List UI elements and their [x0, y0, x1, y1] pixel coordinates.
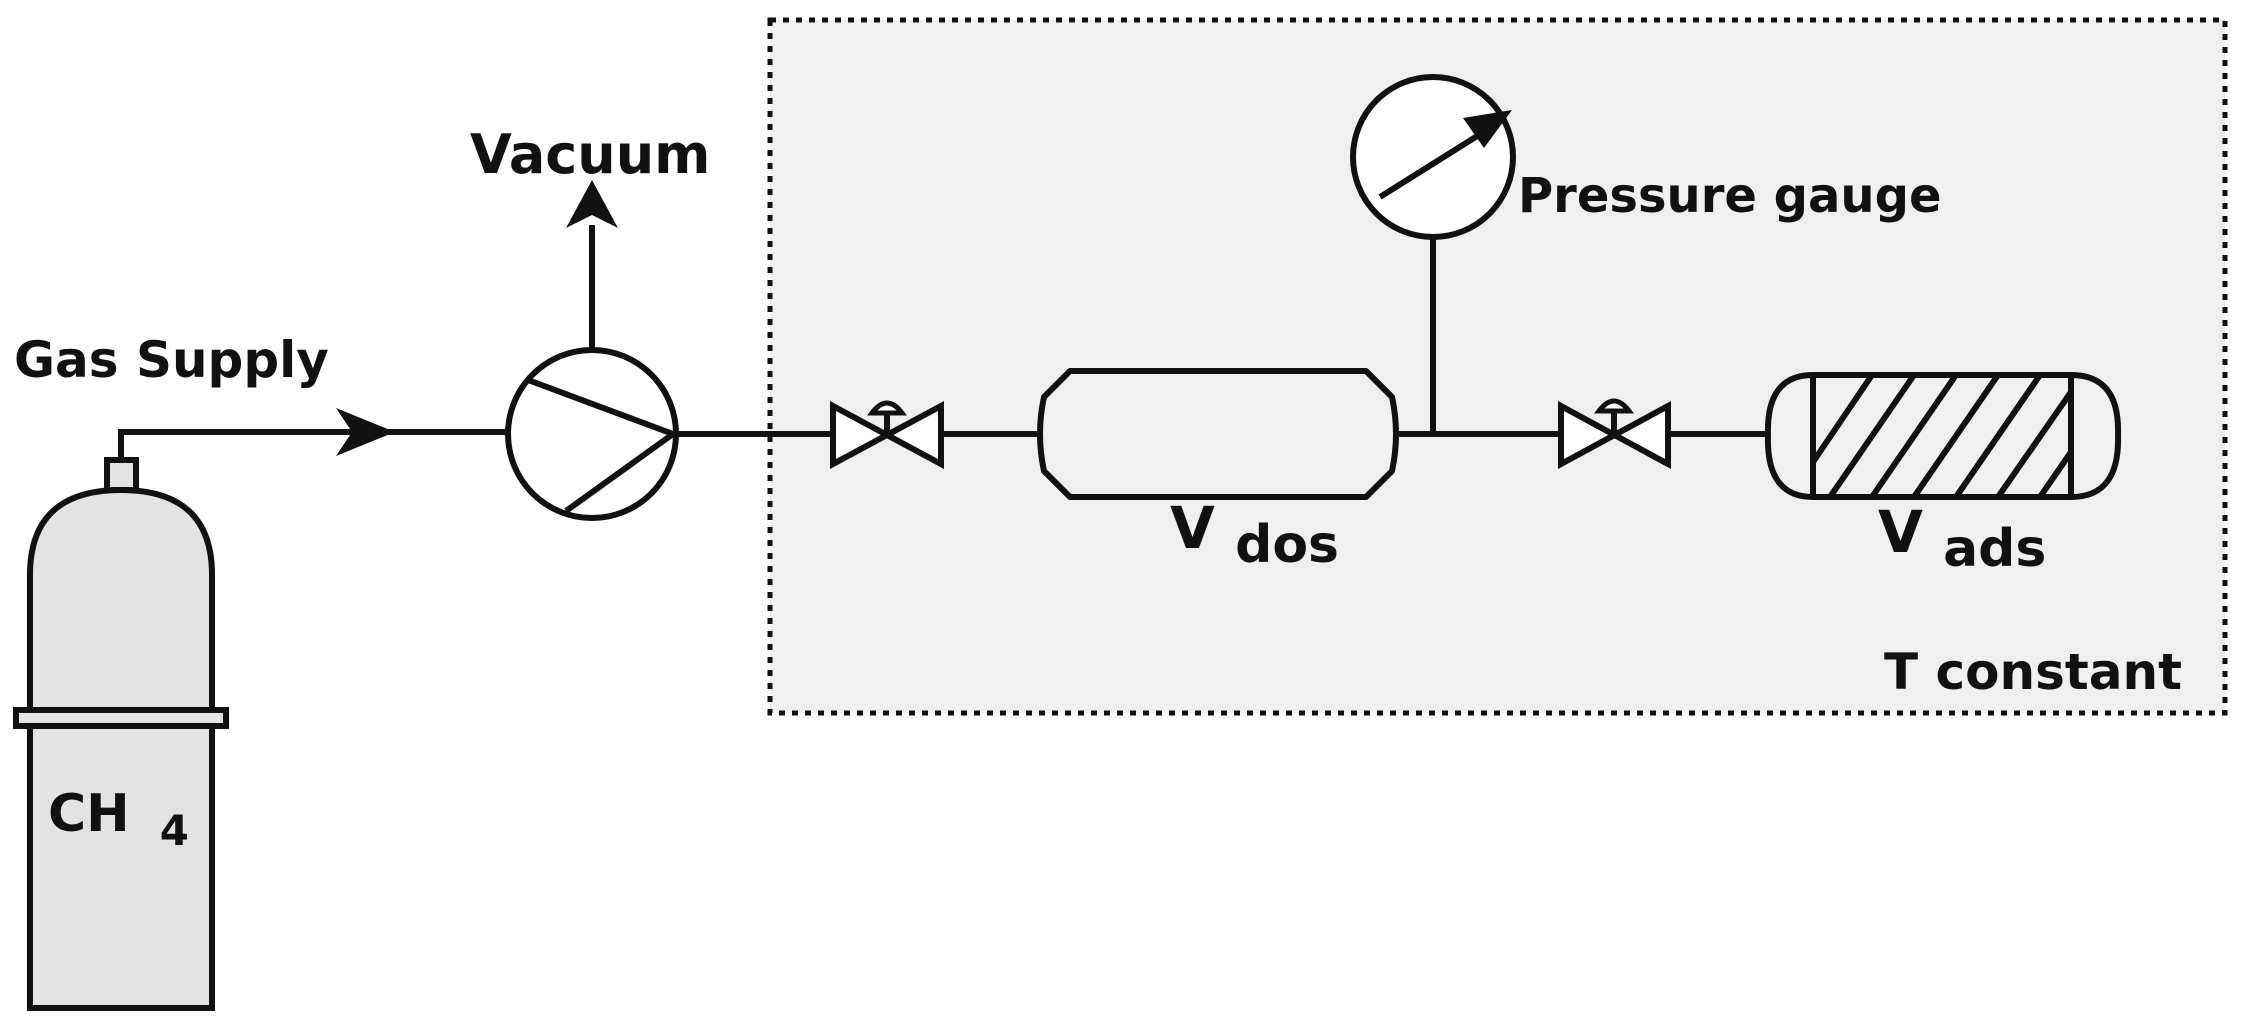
pump-blade-lower [564, 431, 675, 514]
vdos-label-main: V [1170, 494, 1215, 562]
vads-label-sub: ads [1943, 519, 2046, 579]
valve-2-handle [1593, 398, 1635, 414]
gas-supply-label: Gas Supply [14, 331, 329, 389]
vacuum-label: Vacuum [470, 123, 710, 186]
adsorption-vessel [1764, 372, 2122, 500]
cylinder-valve-cap [104, 457, 139, 493]
cylinder-body [27, 486, 215, 1011]
supply-pipe [118, 429, 510, 460]
ch4-cylinder [13, 457, 229, 1011]
pump-blade-upper [526, 377, 675, 437]
cylinder-label-main: CH [48, 784, 130, 844]
vads-label-main: V [1878, 498, 1923, 566]
flow-arrow-icon [336, 408, 395, 456]
valve-1-handle [866, 400, 908, 416]
vads-label: V ads [1878, 498, 2046, 579]
pressure-gauge [1350, 74, 1516, 240]
gauge-dial [1350, 74, 1516, 240]
vdos-label-sub: dos [1235, 515, 1339, 575]
cylinder-collar [13, 707, 229, 729]
adsorbent-hatching [1810, 373, 2074, 499]
vacuum-arrow-icon [566, 180, 618, 228]
pressure-gauge-label: Pressure gauge [1518, 168, 1942, 224]
valve-2 [1558, 398, 1671, 470]
valve-1 [830, 400, 944, 470]
t-constant-label: T constant [1884, 643, 2182, 701]
vdos-label: V dos [1170, 494, 1339, 575]
gauge-needle [1378, 125, 1492, 200]
cylinder-label-sub: 4 [160, 806, 189, 855]
cylinder-label: CH 4 [48, 784, 189, 855]
gauge-needle-head-icon [1463, 110, 1512, 148]
vacuum-pump [505, 347, 679, 521]
dosing-vessel [1037, 368, 1399, 500]
